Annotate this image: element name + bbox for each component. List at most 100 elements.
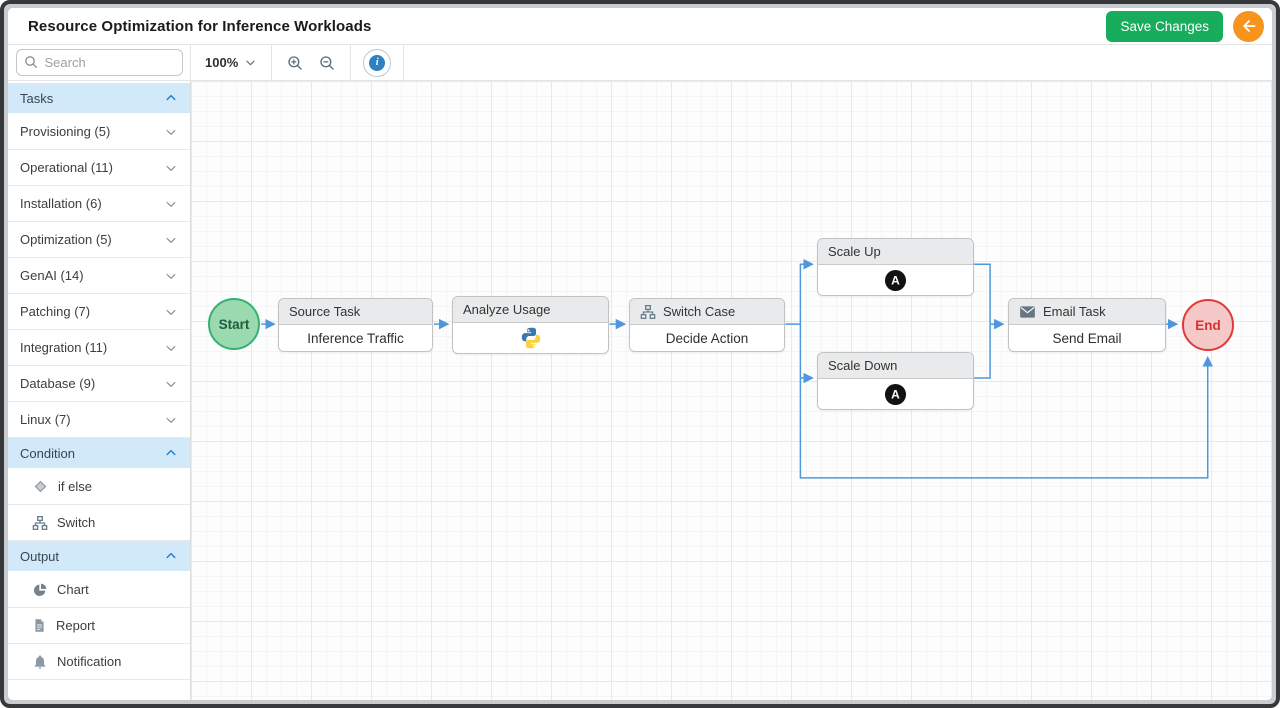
sidebar-item-label: Report xyxy=(56,618,96,633)
chevron-down-icon[interactable] xyxy=(164,413,178,427)
chevron-up-icon xyxy=(164,446,178,460)
sitemap-icon xyxy=(32,515,48,531)
info-button[interactable]: i xyxy=(363,48,392,77)
sidebar-item-genai-14[interactable]: GenAI (14) xyxy=(8,258,190,294)
sidebar-item-label: if else xyxy=(58,479,92,494)
sidebar-item-installation-6[interactable]: Installation (6) xyxy=(8,186,190,222)
arrow-left-icon xyxy=(1240,17,1258,35)
sidebar-item-label: Notification xyxy=(57,654,122,669)
titlebar: Resource Optimization for Inference Work… xyxy=(8,8,1272,45)
node-body xyxy=(453,323,608,353)
node-body: A xyxy=(818,265,973,295)
sidebar-item-switch[interactable]: Switch xyxy=(8,505,190,541)
node-body: Decide Action xyxy=(630,325,784,351)
node-start[interactable]: Start xyxy=(208,298,260,350)
sidebar-section-condition[interactable]: Condition xyxy=(8,438,190,468)
ansible-icon: A xyxy=(884,383,907,406)
sidebar-item-notification[interactable]: Notification xyxy=(8,644,190,680)
sidebar-item-provisioning-5[interactable]: Provisioning (5) xyxy=(8,114,190,150)
sidebar-item-operational-11[interactable]: Operational (11) xyxy=(8,150,190,186)
sidebar-item-chart[interactable]: Chart xyxy=(8,572,190,608)
back-button[interactable] xyxy=(1233,10,1264,42)
save-changes-button[interactable]: Save Changes xyxy=(1106,10,1223,42)
node-header: Scale Up xyxy=(818,239,973,265)
end-label: End xyxy=(1195,317,1221,333)
chevron-down-icon[interactable] xyxy=(164,233,178,247)
chevron-down-icon[interactable] xyxy=(164,197,178,211)
section-label: Output xyxy=(20,548,60,564)
bell-icon xyxy=(32,654,48,670)
chevron-down-icon[interactable] xyxy=(164,305,178,319)
sidebar-item-label: Installation (6) xyxy=(20,196,102,211)
chevron-up-icon xyxy=(164,549,178,563)
zoom-in-button[interactable] xyxy=(284,52,306,74)
sidebar-item-label: Switch xyxy=(57,515,96,530)
node-title: Switch Case xyxy=(663,304,736,319)
section-label: Condition xyxy=(20,445,75,461)
pie-icon xyxy=(32,582,48,598)
zoom-buttons-group xyxy=(272,45,352,80)
info-icon: i xyxy=(369,54,386,71)
zoom-level-group: 100% xyxy=(191,45,273,80)
sidebar-item-label: Database (9) xyxy=(20,376,96,391)
start-label: Start xyxy=(218,316,250,332)
zoom-in-icon xyxy=(286,54,304,72)
page-title: Resource Optimization for Inference Work… xyxy=(28,17,372,35)
sidebar-item-database-9[interactable]: Database (9) xyxy=(8,366,190,402)
zoom-out-button[interactable] xyxy=(316,52,338,74)
node-title: Email Task xyxy=(1043,304,1106,319)
chevron-up-icon xyxy=(164,91,178,105)
flow-connectors xyxy=(261,258,1213,479)
sidebar-item-linux-7[interactable]: Linux (7) xyxy=(8,402,190,438)
sidebar-item-optimization-5[interactable]: Optimization (5) xyxy=(8,222,190,258)
chevron-down-icon[interactable] xyxy=(164,125,178,139)
node-header: Email Task xyxy=(1009,299,1165,325)
sitemap-icon xyxy=(640,304,656,320)
sidebar-item-label: Operational (11) xyxy=(20,160,113,175)
sidebar-item-label: Chart xyxy=(57,582,89,597)
node-body: Inference Traffic xyxy=(279,325,432,351)
svg-text:A: A xyxy=(891,387,900,401)
info-group: i xyxy=(351,45,405,80)
node-body-label: Inference Traffic xyxy=(307,330,404,346)
sidebar-section-output[interactable]: Output xyxy=(8,541,190,571)
chevron-down-icon[interactable] xyxy=(164,269,178,283)
sidebar-item-report[interactable]: Report xyxy=(8,608,190,644)
chevron-down-icon[interactable] xyxy=(164,161,178,175)
sidebar-item-patching-7[interactable]: Patching (7) xyxy=(8,294,190,330)
node-analyze-usage[interactable]: Analyze Usage xyxy=(452,296,609,354)
sidebar-item-integration-11[interactable]: Integration (11) xyxy=(8,330,190,366)
node-end[interactable]: End xyxy=(1182,299,1234,351)
node-header: Source Task xyxy=(279,299,432,325)
python-icon xyxy=(519,326,543,350)
chevron-down-icon[interactable] xyxy=(164,341,178,355)
node-title: Analyze Usage xyxy=(463,302,551,317)
file-icon xyxy=(32,618,47,633)
toolbar: 100% xyxy=(8,45,1272,81)
svg-text:A: A xyxy=(891,273,900,287)
zoom-level-value: 100% xyxy=(205,55,239,70)
zoom-level-select[interactable]: 100% xyxy=(203,55,259,70)
sidebar-item-label: Provisioning (5) xyxy=(20,124,111,139)
zoom-out-icon xyxy=(318,54,336,72)
node-body-label: Decide Action xyxy=(665,330,749,346)
sidebar-section-tasks[interactable]: Tasks xyxy=(8,83,190,113)
node-scale-up[interactable]: Scale Up A xyxy=(817,238,974,296)
node-header: Switch Case xyxy=(630,299,784,325)
ansible-icon: A xyxy=(884,269,907,292)
sidebar-item-if-else[interactable]: if else xyxy=(8,469,190,505)
chevron-down-icon[interactable] xyxy=(164,377,178,391)
section-label: Tasks xyxy=(20,90,54,106)
sidebar-item-label: Linux (7) xyxy=(20,412,71,427)
search-input[interactable] xyxy=(15,49,183,76)
workflow-editor: Resource Optimization for Inference Work… xyxy=(8,8,1272,700)
sidebar-item-label: Integration (11) xyxy=(20,340,108,355)
node-body: Send Email xyxy=(1009,325,1165,351)
node-header: Analyze Usage xyxy=(453,297,608,323)
node-body-label: Send Email xyxy=(1052,330,1122,346)
